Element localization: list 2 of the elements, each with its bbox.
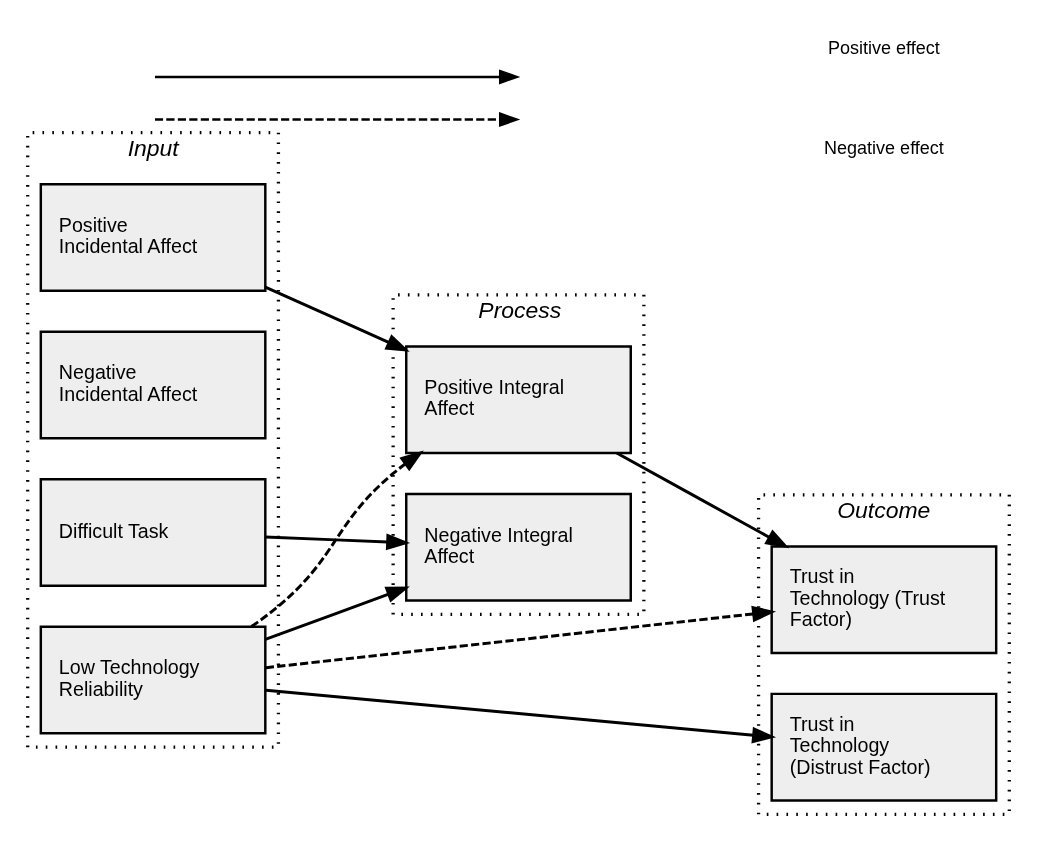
legend-label: Positive effect [828,37,940,58]
legend-label: Negative effect [824,137,944,158]
